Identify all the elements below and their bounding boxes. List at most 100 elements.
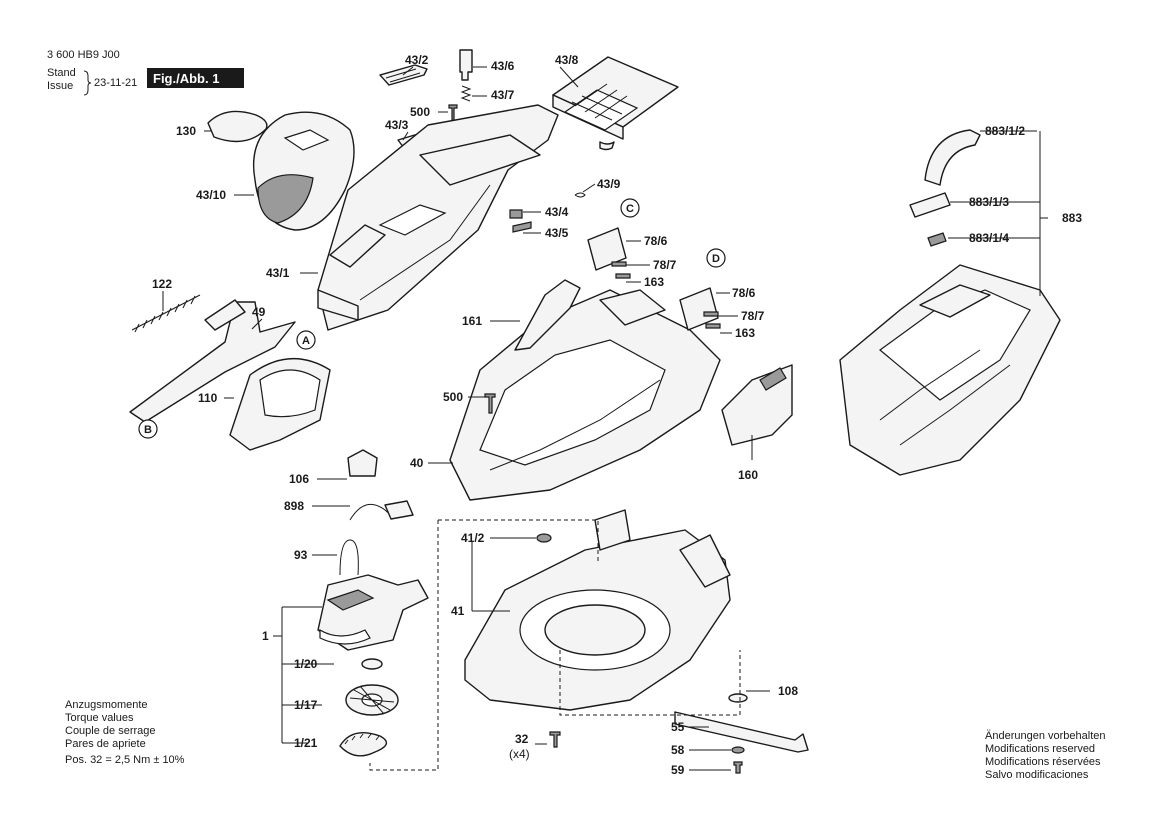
part-41-deck (464, 509, 731, 711)
part-43-7-spring (460, 85, 472, 102)
part-49-rail (129, 301, 296, 423)
callout-49: 49 (252, 305, 266, 319)
callout-32: 32 (515, 732, 529, 746)
callout-43-4: 43/4 (545, 205, 569, 219)
part-110-deflector (229, 358, 331, 451)
callout-43-8: 43/8 (555, 53, 579, 67)
issue-label: Issue (47, 80, 73, 92)
document-number: 3 600 HB9 J00 (47, 49, 120, 61)
part-93-clamp (339, 539, 359, 576)
torque-notes: Anzugsmomente Torque values Couple de se… (65, 699, 185, 766)
figure-badge-label: Fig./Abb. 1 (153, 71, 219, 86)
ref-marker-d (706, 248, 726, 268)
torque-value: Pos. 32 = 2,5 Nm ± 10% (65, 754, 185, 766)
brace-icon (83, 70, 92, 96)
part-1-17-fan (345, 684, 399, 716)
callout-78-7-d: 78/7 (741, 309, 765, 323)
callout-883-1-4: 883/1/4 (969, 231, 1009, 245)
callout-43-3: 43/3 (385, 118, 409, 132)
part-40-chassis-housing (449, 289, 721, 501)
torque-note-line: Couple de serrage (65, 725, 156, 737)
callout-41: 41 (451, 604, 465, 618)
upper-housing-group (207, 49, 679, 331)
callout-108: 108 (778, 684, 798, 698)
callout-93: 93 (294, 548, 308, 562)
part-160-bag-holder (721, 364, 793, 446)
ref-marker-d-label: D (712, 253, 720, 265)
callout-labels: 43/2 43/6 43/8 43/7 500 43/3 130 43/10 4… (152, 53, 1082, 777)
part-58-washer (731, 746, 745, 754)
callout-43-6: 43/6 (491, 59, 515, 73)
part-106-switch (347, 449, 378, 477)
figure-badge (147, 68, 244, 88)
part-883-1-4-indicator (927, 232, 947, 247)
modification-note-line: Salvo modificaciones (985, 769, 1089, 781)
callout-106: 106 (289, 472, 309, 486)
part-43-8-keypad-cover (552, 56, 679, 151)
part-883-grass-bag (839, 264, 1061, 476)
callout-43-7: 43/7 (491, 88, 515, 102)
callout-43-9: 43/9 (597, 177, 621, 191)
modification-notes: Änderungen vorbehalten Modifications res… (985, 730, 1105, 781)
callout-32-quantity: (x4) (509, 747, 530, 761)
part-883-1-2-handle (924, 129, 981, 186)
callout-898: 898 (284, 499, 304, 513)
part-43-10-front-cover (252, 111, 355, 231)
modification-note-line: Modifications réservées (985, 756, 1101, 768)
callout-1-17: 1/17 (294, 698, 318, 712)
part-43-9-spring (574, 192, 586, 198)
issue-date: 23-11-21 (94, 77, 137, 89)
part-78-6-bracket-c (587, 227, 627, 271)
left-side-group: A B (129, 294, 331, 451)
callout-40: 40 (410, 456, 424, 470)
modification-note-line: Änderungen vorbehalten (985, 730, 1105, 742)
callout-883-1-3: 883/1/3 (969, 195, 1009, 209)
part-78-6-bracket-d (679, 287, 719, 331)
part-898-wiring (349, 500, 414, 521)
modification-note-line: Modifications reserved (985, 743, 1095, 755)
callout-78-7-c: 78/7 (653, 258, 677, 272)
callout-163-d: 163 (735, 326, 755, 340)
part-43-4-clip (509, 209, 523, 219)
ref-marker-c-label: C (626, 203, 634, 215)
callout-78-6-d: 78/6 (732, 286, 756, 300)
torque-note-line: Torque values (65, 712, 134, 724)
callout-883-1-2: 883/1/2 (985, 124, 1025, 138)
part-78-7-pins-c (611, 261, 631, 279)
part-55-blade (674, 711, 809, 753)
part-32-screw (549, 731, 561, 748)
stand-label: Stand (47, 67, 76, 79)
part-59-bolt (733, 761, 743, 774)
callout-55: 55 (671, 720, 685, 734)
callout-163-c: 163 (644, 275, 664, 289)
callout-160: 160 (738, 468, 758, 482)
callout-500-mid: 500 (443, 390, 463, 404)
callout-1-20: 1/20 (294, 657, 318, 671)
torque-note-line: Pares de apriete (65, 738, 146, 750)
callout-59: 59 (671, 763, 685, 777)
part-883-1-3-clip (909, 192, 951, 218)
ref-marker-b (138, 419, 158, 439)
callout-41-2: 41/2 (461, 531, 485, 545)
ref-marker-a-label: A (302, 335, 310, 347)
part-1-motor (317, 574, 429, 651)
bracket-d-group: D (679, 248, 726, 331)
leader-lines (162, 66, 1048, 771)
bracket-c-group: C (587, 198, 640, 279)
ref-marker-b-label: B (144, 424, 152, 436)
grass-bag-group (839, 129, 1061, 476)
part-500-screw-mid (484, 393, 496, 414)
callout-43-5: 43/5 (545, 226, 569, 240)
part-108-adapter (728, 693, 748, 703)
callout-130: 130 (176, 124, 196, 138)
part-43-6-latch (459, 49, 473, 81)
callout-43-10: 43/10 (196, 188, 226, 202)
callout-43-2: 43/2 (405, 53, 429, 67)
callout-78-6-c: 78/6 (644, 234, 668, 248)
part-43-1-main-housing (317, 104, 559, 331)
part-1-21-belt (339, 732, 388, 757)
callout-58: 58 (671, 743, 685, 757)
diagram-header: 3 600 HB9 J00 Stand Issue 23-11-21 Fig./… (47, 49, 244, 96)
part-1-20-nut (361, 658, 383, 670)
